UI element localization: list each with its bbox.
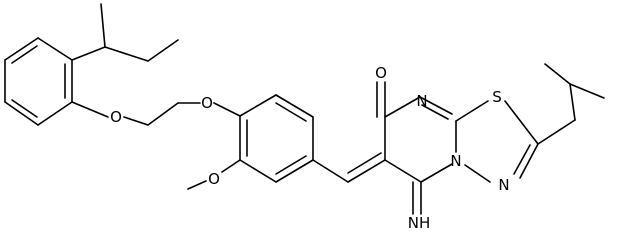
bond xyxy=(213,102,241,117)
bond xyxy=(239,94,277,117)
atom-o-ether-vanillin: O xyxy=(201,94,213,112)
atom-n-thiadiazole: N xyxy=(498,176,509,194)
atom-o-carbonyl: O xyxy=(375,64,387,82)
bond xyxy=(569,83,576,121)
bond xyxy=(37,101,73,126)
bond xyxy=(275,102,307,122)
bond xyxy=(147,39,179,62)
bond xyxy=(147,102,179,126)
bond xyxy=(347,152,382,174)
bond xyxy=(187,180,207,190)
bond xyxy=(275,155,307,175)
atom-n-imine: NH xyxy=(408,214,431,232)
molecule-canvas: O N S N N NH O O O xyxy=(4,3,605,232)
bond xyxy=(384,96,421,118)
atom-o-methoxy: O xyxy=(208,170,220,188)
bond xyxy=(504,100,539,145)
structure-drawing: O N S N N NH O O O xyxy=(4,3,605,232)
bond xyxy=(420,163,453,183)
bond xyxy=(71,101,109,118)
bond xyxy=(4,101,39,126)
bond xyxy=(221,159,241,173)
bond xyxy=(123,116,149,126)
atom-n-ring-top: N xyxy=(416,92,427,110)
bond xyxy=(312,159,349,183)
bond xyxy=(464,164,491,183)
bond xyxy=(275,159,314,183)
bond xyxy=(421,104,449,120)
bond xyxy=(419,96,453,115)
bond xyxy=(239,159,277,183)
bond xyxy=(384,159,422,183)
atom-s-thiadiazole: S xyxy=(492,88,502,106)
bond xyxy=(4,37,39,61)
atom-n-bridgehead: N xyxy=(450,152,461,170)
bond xyxy=(11,45,38,64)
bond-layer xyxy=(4,3,605,215)
atom-o-ether-aryl: O xyxy=(110,108,122,126)
bond xyxy=(71,46,106,61)
bond xyxy=(104,46,149,62)
bond xyxy=(37,37,73,61)
bond xyxy=(455,100,489,122)
bond xyxy=(537,119,576,145)
bond xyxy=(347,159,386,183)
atom-layer: O N S N N NH O O O xyxy=(110,64,510,232)
bond xyxy=(11,99,38,118)
bond xyxy=(519,143,539,179)
bond xyxy=(275,94,314,118)
bond xyxy=(569,83,605,99)
bond xyxy=(100,3,106,48)
bond xyxy=(513,144,531,175)
bond xyxy=(544,63,571,85)
